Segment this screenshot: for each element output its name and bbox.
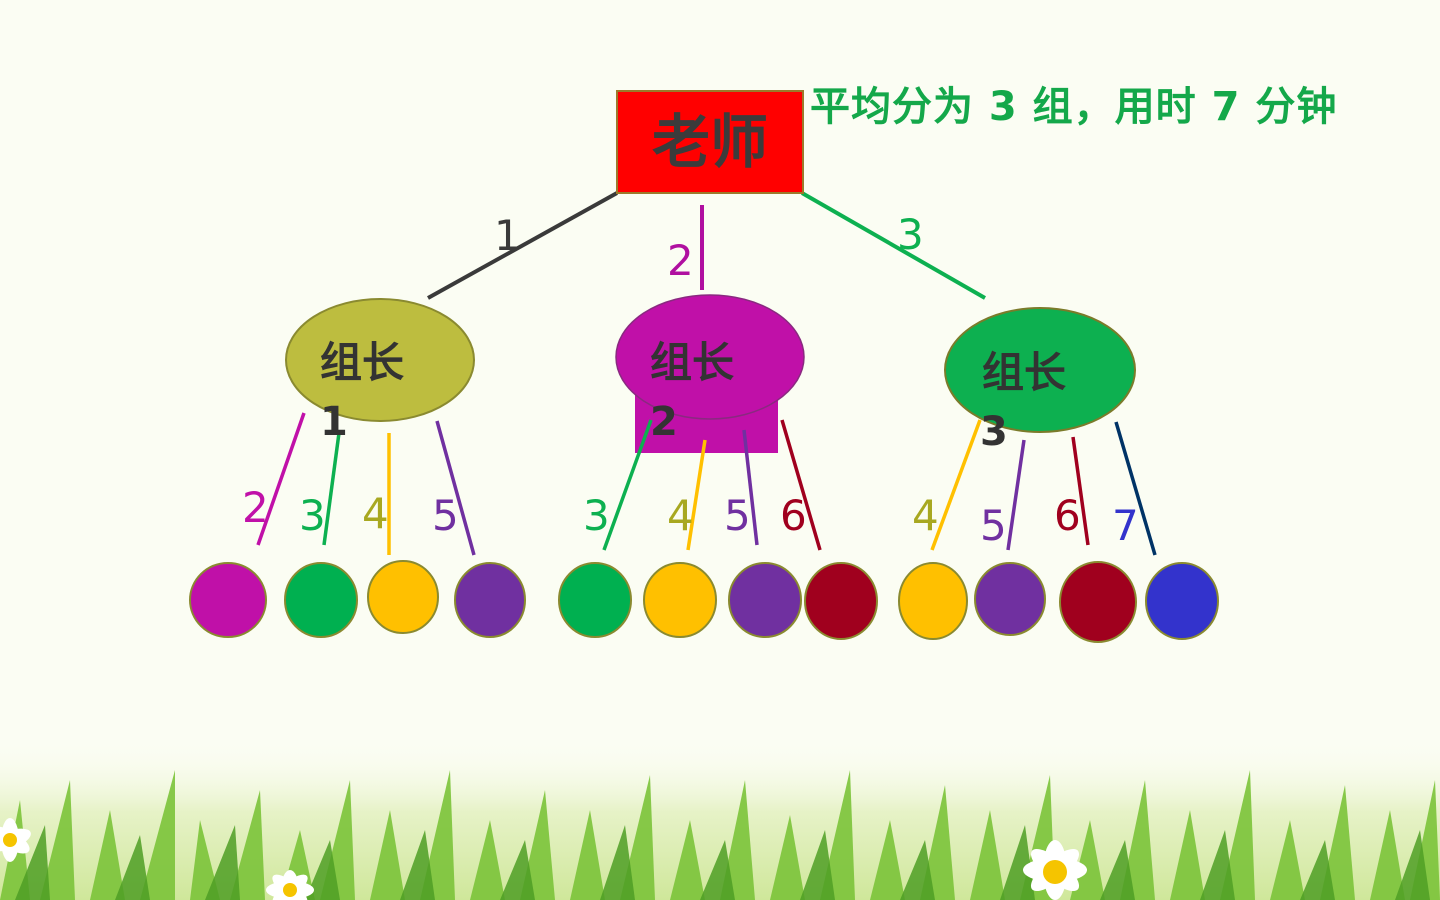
child-edge-label: 6 (780, 491, 807, 540)
member-circle (974, 562, 1046, 636)
daisy-icon (0, 818, 31, 862)
teacher-box (616, 90, 804, 194)
edge-leader3-child-4 (1114, 421, 1157, 556)
child-edge-label: 4 (667, 491, 694, 540)
edge-leader1-child-4 (435, 420, 476, 556)
edge-label-2: 2 (667, 236, 694, 285)
edge-leader3-child-2 (1006, 439, 1026, 551)
edge-leader3-child-3 (1071, 436, 1090, 546)
edge-label-3: 3 (897, 210, 924, 259)
child-edge-label: 2 (242, 483, 269, 532)
member-circle (728, 562, 802, 638)
child-edge-label: 5 (724, 491, 751, 540)
edge-leader3-child-1 (930, 419, 982, 551)
leader-label-1: 组长 (320, 338, 405, 387)
daisy-icon (266, 870, 314, 900)
child-edge-label: 6 (1054, 491, 1081, 540)
child-edge-label: 3 (299, 491, 326, 540)
caption-text: 平均分为 3 组，用时 7 分钟 (810, 84, 1338, 130)
edge-teacher-leader-1 (427, 191, 618, 300)
member-circle (558, 562, 632, 638)
edge-leader1-child-1 (256, 412, 306, 546)
member-circle (1145, 562, 1219, 640)
member-circle (898, 562, 968, 640)
member-circle (367, 560, 439, 634)
child-edge-label: 4 (912, 491, 939, 540)
leader-number-3: 3 (980, 409, 1008, 455)
leader-node-1 (285, 298, 475, 422)
edge-leader2-child-4 (780, 419, 822, 551)
child-edge-label: 5 (980, 501, 1007, 550)
leader-number-2: 2 (650, 399, 678, 445)
edge-leader2-child-1 (602, 419, 653, 551)
child-edge-label: 4 (362, 489, 389, 538)
member-circle (804, 562, 878, 640)
member-circle (284, 562, 358, 638)
leader-node-3 (944, 307, 1136, 433)
member-circle (1059, 561, 1137, 643)
member-circles (189, 560, 1219, 643)
leader-number-1: 1 (320, 399, 348, 445)
leader-label-2: 组长 (650, 338, 735, 387)
member-circle (189, 562, 267, 638)
edge-label-1: 1 (494, 211, 521, 260)
daisy-icon (1023, 840, 1087, 900)
member-circle (643, 562, 717, 638)
edge-leader1-child-2 (322, 432, 341, 546)
edge-teacher-leader-3 (801, 191, 986, 300)
teacher-label: 老师 (651, 108, 768, 176)
leader-node-2 (615, 294, 805, 453)
member-circle (454, 562, 526, 638)
child-edge-label: 3 (583, 491, 610, 540)
edge-leader2-child-3 (742, 429, 759, 546)
edge-leader2-child-2 (686, 439, 707, 551)
leader-label-3: 组长 (982, 348, 1067, 397)
child-edge-label: 7 (1112, 501, 1139, 550)
grass-decoration (0, 740, 1440, 900)
child-edge-label: 5 (432, 491, 459, 540)
